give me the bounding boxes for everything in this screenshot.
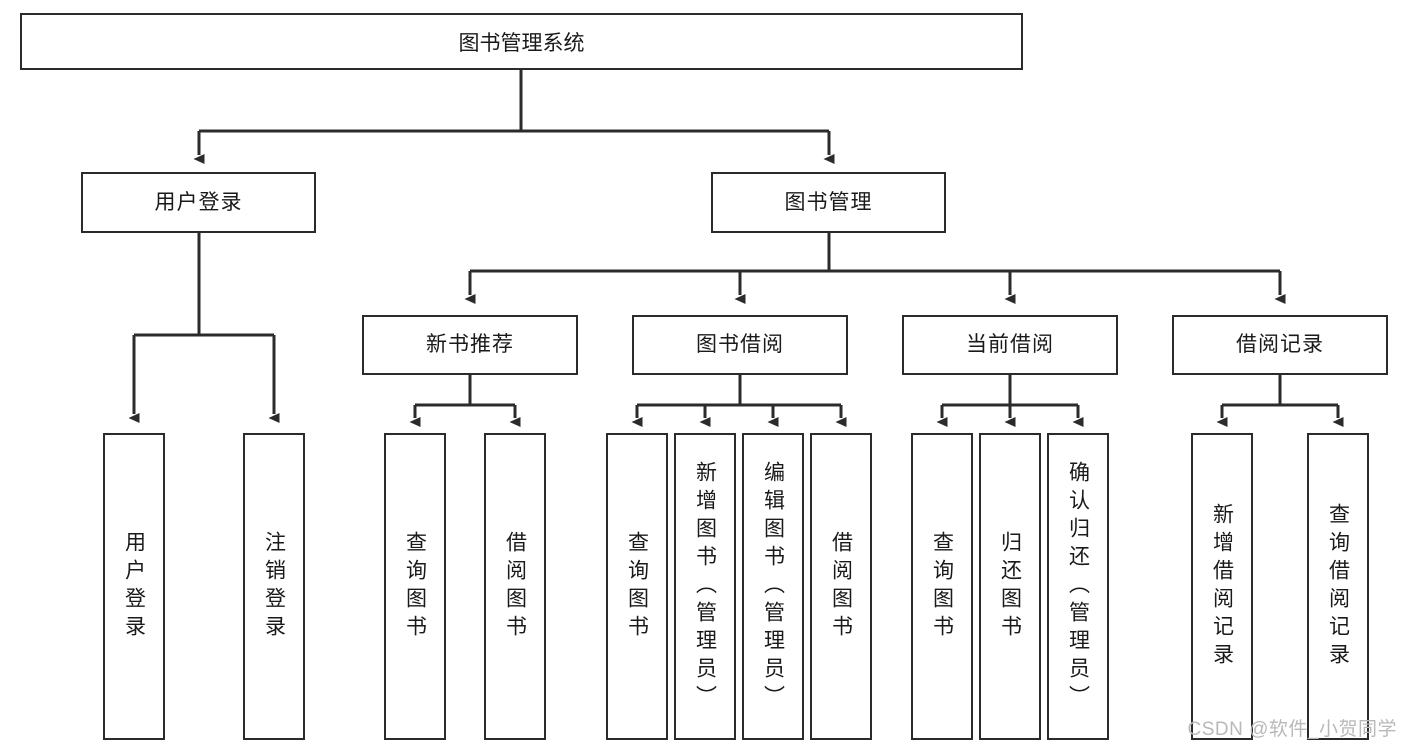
node-root-label: 图书管理系统 xyxy=(458,31,585,55)
leaf-edit-book-admin-label: 编辑图书（管理员） xyxy=(761,460,785,713)
node-book-management-label: 图书管理 xyxy=(784,190,873,214)
node-book-borrow-label: 图书借阅 xyxy=(696,333,784,357)
leaf-user-login[interactable]: 用户登录 xyxy=(103,433,165,740)
leaf-query-book-recommend[interactable]: 查询图书 xyxy=(384,433,446,740)
node-new-book-recommend[interactable]: 新书推荐 xyxy=(362,315,578,375)
leaf-add-book-admin[interactable]: 新增图书（管理员） xyxy=(674,433,736,740)
node-current-borrow-label: 当前借阅 xyxy=(966,333,1054,357)
node-borrow-record-label: 借阅记录 xyxy=(1236,333,1324,357)
leaf-borrow-book-recommend-label: 借阅图书 xyxy=(503,530,527,643)
node-user-login[interactable]: 用户登录 xyxy=(81,172,316,233)
leaf-borrow-book-recommend[interactable]: 借阅图书 xyxy=(484,433,546,740)
leaf-borrow-book[interactable]: 借阅图书 xyxy=(810,433,872,740)
leaf-logout-label: 注销登录 xyxy=(262,530,286,643)
leaf-query-borrow-record-label: 查询借阅记录 xyxy=(1326,502,1350,671)
node-book-borrow[interactable]: 图书借阅 xyxy=(632,315,848,375)
leaf-edit-book-admin[interactable]: 编辑图书（管理员） xyxy=(742,433,804,740)
leaf-query-borrow-record[interactable]: 查询借阅记录 xyxy=(1307,433,1369,740)
leaf-user-login-label: 用户登录 xyxy=(122,530,146,643)
leaf-confirm-return-admin-label: 确认归还（管理员） xyxy=(1066,460,1090,713)
node-current-borrow[interactable]: 当前借阅 xyxy=(902,315,1118,375)
leaf-query-book-recommend-label: 查询图书 xyxy=(403,530,427,643)
leaf-query-book-borrow[interactable]: 查询图书 xyxy=(606,433,668,740)
node-user-login-label: 用户登录 xyxy=(154,190,243,214)
node-borrow-record[interactable]: 借阅记录 xyxy=(1172,315,1388,375)
leaf-confirm-return-admin[interactable]: 确认归还（管理员） xyxy=(1047,433,1109,740)
leaf-return-book-label: 归还图书 xyxy=(998,530,1022,643)
node-root[interactable]: 图书管理系统 xyxy=(20,13,1023,70)
node-book-management[interactable]: 图书管理 xyxy=(711,172,946,233)
leaf-add-borrow-record[interactable]: 新增借阅记录 xyxy=(1191,433,1253,740)
leaf-query-book-current-label: 查询图书 xyxy=(930,530,954,643)
watermark: CSDN @软件_小贺同学 xyxy=(1187,719,1397,740)
leaf-query-book-current[interactable]: 查询图书 xyxy=(911,433,973,740)
node-new-book-recommend-label: 新书推荐 xyxy=(426,333,514,357)
leaf-borrow-book-label: 借阅图书 xyxy=(829,530,853,643)
leaf-logout[interactable]: 注销登录 xyxy=(243,433,305,740)
leaf-query-book-borrow-label: 查询图书 xyxy=(625,530,649,643)
leaf-add-borrow-record-label: 新增借阅记录 xyxy=(1210,502,1234,671)
leaf-return-book[interactable]: 归还图书 xyxy=(979,433,1041,740)
leaf-add-book-admin-label: 新增图书（管理员） xyxy=(693,460,717,713)
